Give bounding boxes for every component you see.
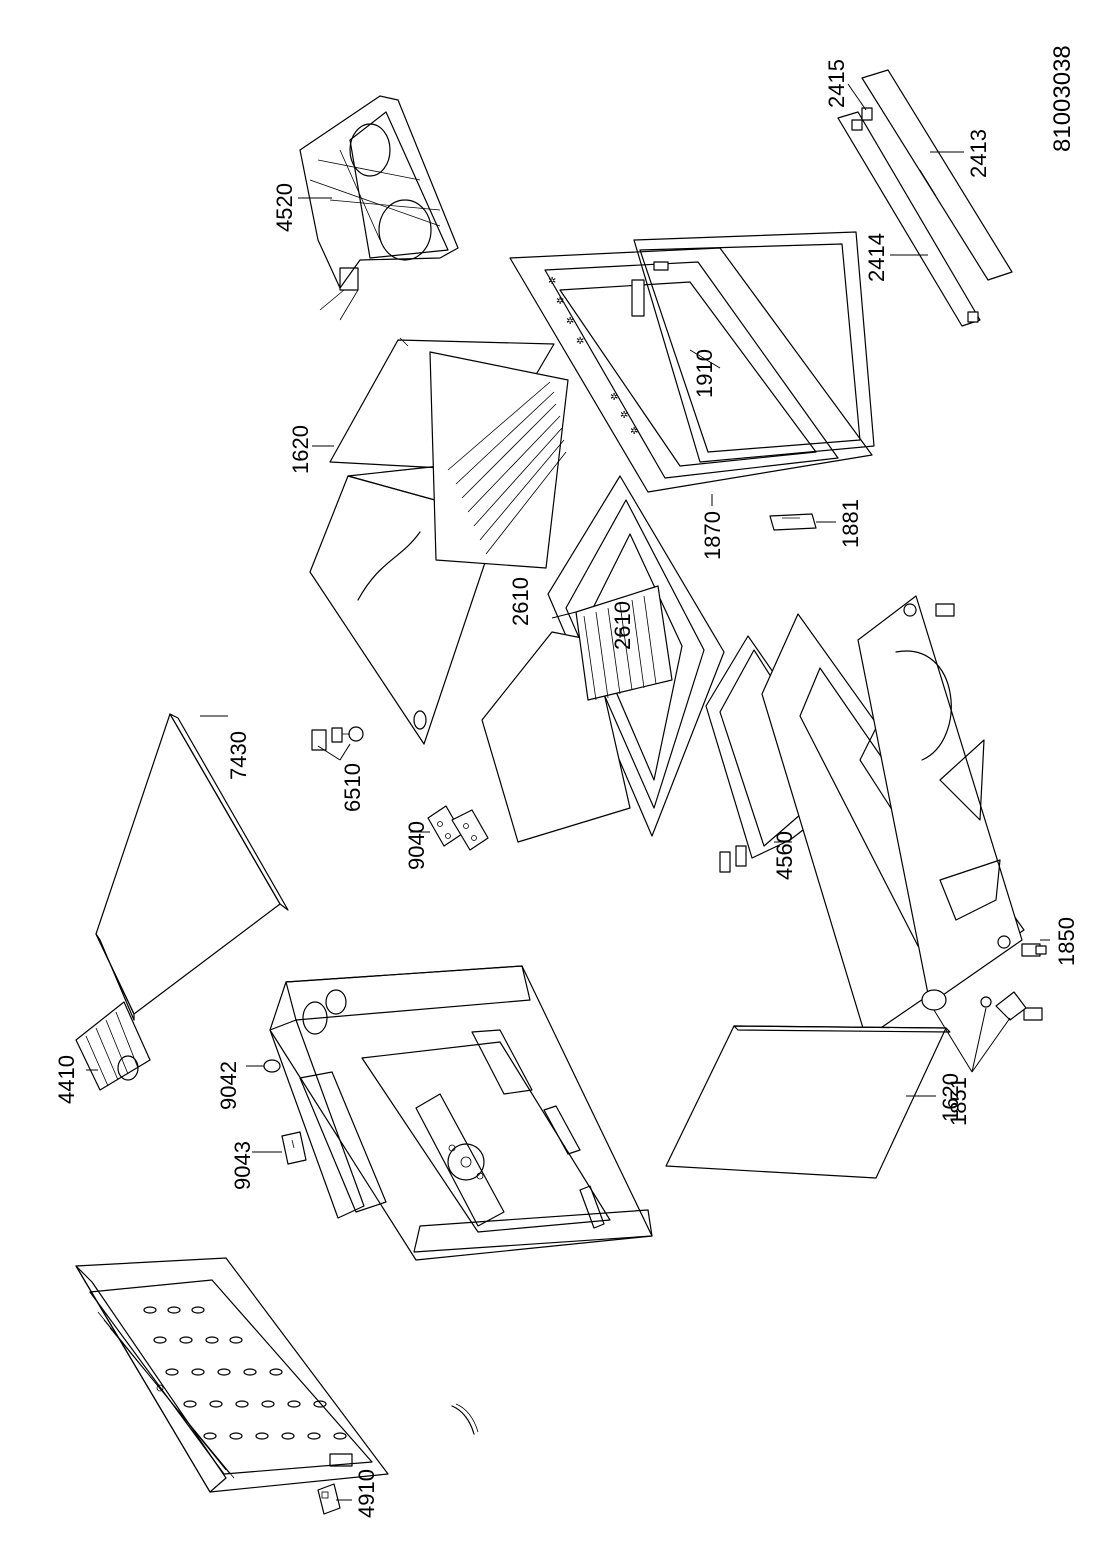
part-4910-terminal-block [317,1483,341,1515]
part-9042-cap [263,1059,281,1073]
svg-text:✲: ✲ [630,426,638,437]
callout-1620-upper: 1620 [288,425,313,474]
part-4520-top-heating-element [299,95,459,321]
callout-9043: 9043 [230,1141,255,1190]
callout-2610-left: 2610 [508,577,533,626]
svg-text:✲: ✲ [620,410,628,421]
callout-4410: 4410 [54,1055,79,1104]
part-2413-trim-strip [861,69,1013,281]
callout-9040: 9040 [404,821,429,870]
part-1620-lower-panel [665,1025,951,1179]
svg-text:✲: ✲ [556,296,564,307]
callout-2415: 2415 [824,59,849,108]
callout-9042: 9042 [216,1061,241,1110]
callout-7430: 7430 [226,731,251,780]
part-cable [451,1403,479,1435]
part-9043-plate [281,1131,307,1165]
part-2610-upper-shelf-support [429,351,569,569]
svg-text:✲: ✲ [566,316,574,327]
callout-6510: 6510 [340,763,365,812]
callout-4520: 4520 [272,183,297,232]
door-fixing-holes: ✲ ✲ ✲ ✲ ✲ ✲ ✲ [548,276,638,437]
svg-text:✲: ✲ [548,276,556,287]
part-2415-clip [851,107,979,323]
part-6510-lamp-assembly [311,726,364,751]
part-1881-hinge-bracket [769,513,817,531]
callout-1620-lower: 1620 [938,1073,963,1122]
part-2414-trim-strip [837,111,981,327]
part-base-cover [857,595,1023,1005]
callout-1870: 1870 [700,511,725,560]
part-1850-foot [935,603,1047,1021]
callout-2610-right: 2610 [610,601,635,650]
callout-1851: 1851 [946,1077,971,1126]
drawing-number: 81003038 [1049,45,1076,152]
part-rear-cabinet [269,965,653,1261]
callout-2413: 2413 [966,129,991,178]
part-ventilated-side-wall [75,1257,389,1493]
part-1851-feet-washers [921,989,1027,1021]
part-2610-lower-shelf-support [575,585,673,701]
callout-1910: 1910 [692,349,717,398]
callout-4560: 4560 [772,831,797,880]
part-4410-fan-motor [75,1001,151,1091]
callout-1881: 1881 [838,499,863,548]
callout-2414: 2414 [864,233,889,282]
callout-1850: 1850 [1054,917,1079,966]
part-7430-side-panel [95,713,289,1021]
svg-text:✲: ✲ [576,336,584,347]
part-1910-door-glass [631,231,875,463]
part-1870-door-frame: ✲ ✲ ✲ ✲ ✲ ✲ ✲ [509,247,873,493]
part-9040-hinge-plates [427,805,489,851]
callout-4910: 4910 [354,1469,379,1518]
svg-text:✲: ✲ [610,392,618,403]
